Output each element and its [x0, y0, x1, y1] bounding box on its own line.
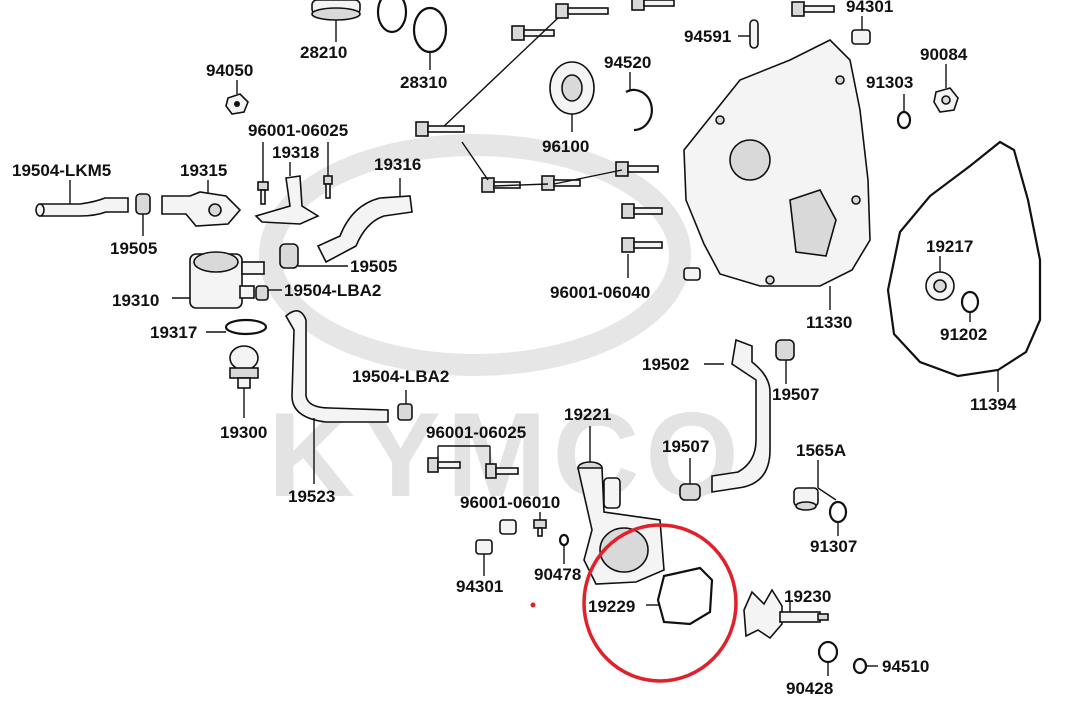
- part-90084: [933, 87, 959, 113]
- label-11330: 11330: [806, 313, 853, 332]
- label-19217: 19217: [926, 237, 974, 256]
- label-28310: 28310: [400, 73, 448, 92]
- part-11394: [886, 140, 1042, 378]
- part-19318: [254, 175, 333, 225]
- label-19315: 19315: [180, 161, 228, 180]
- label-19504-lkm5: 19504-LKM5: [12, 161, 112, 180]
- part-94301-top: [851, 29, 871, 45]
- label-91307: 91307: [810, 537, 858, 556]
- label-19507-upper: 19507: [772, 385, 820, 404]
- label-19316: 19316: [374, 155, 422, 174]
- label-19318: 19318: [272, 143, 320, 162]
- center-marker: [530, 602, 536, 608]
- label-19502: 19502: [642, 355, 690, 374]
- label-28210: 28210: [300, 43, 348, 62]
- label-19230: 19230: [784, 587, 832, 606]
- label-19504-lba2-top: 19504-LBA2: [284, 281, 382, 300]
- part-96001-06010: [533, 519, 547, 537]
- label-94510: 94510: [882, 657, 930, 676]
- label-19221: 19221: [564, 405, 612, 424]
- part-94591: [749, 19, 759, 49]
- part-91303: [896, 110, 912, 130]
- label-19523: 19523: [288, 487, 336, 506]
- part-19505-right: [279, 243, 299, 269]
- label-19505-right: 19505: [350, 257, 398, 276]
- part-19310: [189, 251, 265, 309]
- label-19317: 19317: [150, 323, 198, 342]
- part-96100: [549, 61, 595, 115]
- part-96001-06025-top: [257, 181, 269, 205]
- part-28310: [376, 0, 448, 54]
- part-94050: [225, 93, 249, 115]
- part-94301-bottom: [475, 519, 517, 555]
- part-19229: [656, 566, 714, 626]
- part-19504-lba2-top: [255, 285, 269, 301]
- label-91202: 91202: [940, 325, 988, 344]
- part-19505-left: [135, 193, 151, 215]
- label-90084: 90084: [920, 45, 968, 64]
- label-94301-top: 94301: [846, 0, 894, 16]
- part-19507-upper: [775, 339, 795, 361]
- label-90428: 90428: [786, 679, 834, 698]
- part-90478: [558, 533, 570, 547]
- part-19523: [284, 310, 389, 423]
- label-94301-bottom: 94301: [456, 577, 504, 596]
- label-11394: 11394: [970, 395, 1017, 414]
- part-91202: [960, 290, 980, 314]
- part-1565a: [793, 487, 819, 511]
- label-96001-06025-mid: 96001-06025: [426, 423, 527, 442]
- part-19316: [316, 195, 413, 264]
- part-91307: [828, 500, 848, 524]
- label-94050: 94050: [206, 61, 254, 80]
- part-90428: [817, 640, 839, 664]
- label-91303: 91303: [866, 73, 914, 92]
- part-19230: [743, 588, 829, 640]
- label-19504-lba2-mid: 19504-LBA2: [352, 367, 450, 386]
- part-94510: [852, 657, 868, 675]
- part-19221: [576, 461, 665, 585]
- label-94520: 94520: [604, 53, 652, 72]
- part-19502: [711, 338, 771, 493]
- part-19300: [229, 345, 259, 389]
- label-96001-06010: 96001-06010: [460, 493, 561, 512]
- part-19217: [925, 271, 955, 301]
- label-19229: 19229: [588, 597, 636, 616]
- part-19507-lower: [679, 483, 701, 501]
- part-19315: [161, 191, 242, 227]
- part-28210: [311, 0, 361, 21]
- label-94591: 94591: [684, 27, 732, 46]
- label-90478: 90478: [534, 565, 582, 584]
- highlight-circle: [582, 523, 738, 683]
- label-96001-06040: 96001-06040: [550, 283, 651, 302]
- part-19504-lba2-mid: [397, 403, 413, 421]
- part-19504-lkm5: [35, 197, 129, 217]
- part-94520: [625, 88, 653, 132]
- label-19507-lower: 19507: [662, 437, 710, 456]
- label-1565a: 1565A: [796, 441, 847, 460]
- part-19317: [224, 318, 268, 336]
- part-96001-06025-mid: [427, 457, 519, 479]
- label-19300: 19300: [220, 423, 268, 442]
- part-11330: [683, 39, 871, 287]
- label-96100: 96100: [542, 137, 590, 156]
- bolt-set-top: [511, 0, 835, 41]
- label-96001-06025-top: 96001-06025: [248, 121, 349, 140]
- label-19310: 19310: [112, 291, 160, 310]
- watermark-ellipse: [259, 134, 691, 376]
- label-19505-left: 19505: [110, 239, 158, 258]
- part-dowel: [683, 267, 701, 281]
